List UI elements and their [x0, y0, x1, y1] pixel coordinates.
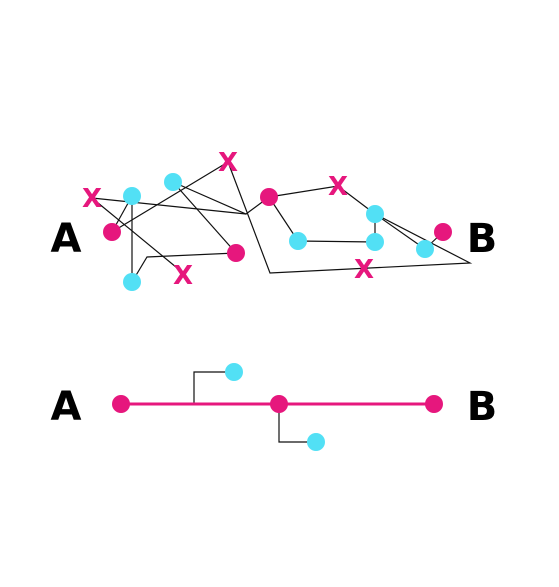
cyan-node	[164, 173, 182, 191]
connection-line	[91, 197, 183, 273]
connection-line	[227, 161, 473, 274]
cyan-node	[123, 187, 141, 205]
connection-line	[131, 252, 237, 283]
magenta-node	[260, 188, 278, 206]
connection-line	[172, 181, 237, 254]
x-mark: X	[173, 261, 193, 291]
label-end: B	[467, 384, 498, 430]
connection-line	[172, 181, 270, 215]
magenta-node	[425, 395, 443, 413]
network-connections	[91, 161, 473, 283]
cyan-node	[289, 232, 307, 250]
x-mark: X	[82, 184, 102, 214]
connection-line	[374, 213, 426, 250]
magenta-node	[112, 395, 130, 413]
branch-connections	[193, 371, 316, 443]
magenta-node	[227, 244, 245, 262]
connection-line	[268, 196, 376, 243]
cyan-node	[416, 240, 434, 258]
label-end: B	[467, 216, 498, 262]
connection-line	[268, 185, 376, 215]
magenta-node	[434, 223, 452, 241]
x-mark: X	[218, 148, 238, 178]
x-mark: X	[354, 255, 374, 285]
cyan-node	[366, 233, 384, 251]
label-start: A	[51, 384, 82, 430]
magenta-node	[270, 395, 288, 413]
label-start: A	[51, 216, 82, 262]
connection-line	[111, 161, 229, 233]
cyan-node	[225, 363, 243, 381]
connection-line	[91, 197, 247, 215]
tangled-network: X X X X X A B	[51, 148, 498, 291]
branch-line	[193, 371, 234, 404]
simplified-path: A B	[51, 363, 498, 451]
magenta-node	[103, 223, 121, 241]
branch-line	[278, 404, 316, 443]
cyan-node	[366, 205, 384, 223]
cyan-node	[307, 433, 325, 451]
cyan-node	[123, 273, 141, 291]
x-mark: X	[328, 172, 348, 202]
